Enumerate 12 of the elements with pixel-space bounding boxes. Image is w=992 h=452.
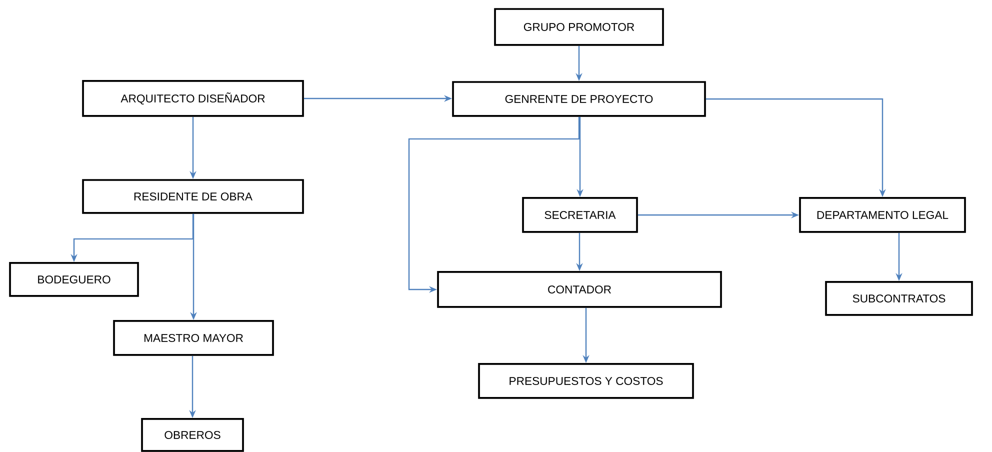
org-box: OBREROS <box>141 418 244 452</box>
org-box: GRUPO PROMOTOR <box>494 8 664 46</box>
org-box: RESIDENTE DE OBRA <box>82 179 304 214</box>
org-box: CONTADOR <box>437 271 722 308</box>
org-box: DEPARTAMENTO LEGAL <box>799 197 966 233</box>
org-box: PRESUPUESTOS Y COSTOS <box>478 363 694 399</box>
org-box: BODEGUERO <box>9 262 139 297</box>
org-box: SECRETARIA <box>522 197 638 233</box>
org-box: ARQUITECTO DISEÑADOR <box>82 80 304 117</box>
org-box: SUBCONTRATOS <box>825 281 973 316</box>
org-box: MAESTRO MAYOR <box>113 320 274 356</box>
org-box: GENRENTE DE PROYECTO <box>452 81 706 117</box>
